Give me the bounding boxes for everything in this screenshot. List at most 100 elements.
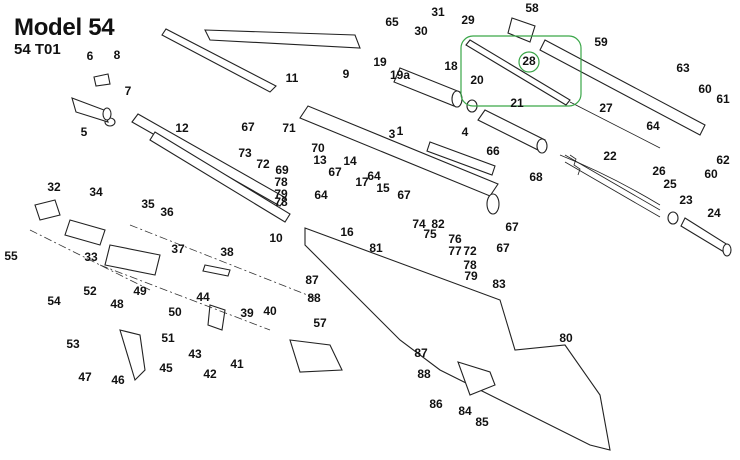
part-label-70: 70 [311, 141, 325, 155]
part-label-52: 52 [83, 284, 97, 298]
trigger-guard [457, 361, 496, 396]
part-label-78: 78 [274, 195, 288, 209]
part-label-88: 88 [417, 367, 431, 381]
model-title: Model 54 [14, 14, 115, 41]
part-label-74: 74 [412, 217, 426, 231]
part-label-53: 53 [66, 337, 80, 351]
part-label-40: 40 [263, 304, 277, 318]
part-label-5: 5 [81, 125, 88, 139]
spring-guide-24 [680, 217, 729, 253]
part-label-26: 26 [652, 164, 666, 178]
part-label-7: 7 [125, 84, 132, 98]
part-label-31: 31 [431, 5, 445, 19]
part-label-10: 10 [269, 231, 283, 245]
dash-assembly-lines [29, 224, 321, 331]
part-label-78: 78 [274, 175, 288, 189]
part-label-49: 49 [133, 284, 147, 298]
part-label-39: 39 [240, 306, 254, 320]
part-label-36: 36 [160, 205, 174, 219]
part-label-67: 67 [241, 120, 255, 134]
part-label-79: 79 [464, 269, 478, 283]
main-spring [559, 154, 661, 206]
model-code: 54 T01 [14, 41, 61, 58]
part-label-62: 62 [716, 153, 730, 167]
part-label-14: 14 [343, 154, 357, 168]
part-label-29: 29 [461, 13, 475, 27]
part-label-85: 85 [475, 415, 489, 429]
part-label-60: 60 [704, 167, 718, 181]
receiver-part [299, 105, 500, 215]
muzzle-brake-part [71, 73, 112, 123]
part-label-24: 24 [707, 206, 721, 220]
part-label-54: 54 [47, 294, 61, 308]
part-label-64: 64 [367, 169, 381, 183]
part-label-76: 76 [448, 232, 462, 246]
part-label-22: 22 [603, 149, 617, 163]
part-label-6: 6 [87, 49, 94, 63]
part-label-59: 59 [594, 35, 608, 49]
part-label-69: 69 [275, 163, 289, 177]
part-label-11: 11 [286, 71, 299, 85]
part-label-44: 44 [196, 290, 210, 304]
part-label-64: 64 [646, 119, 660, 133]
part-label-41: 41 [230, 357, 244, 371]
part-label-67: 67 [496, 241, 510, 255]
part-label-19: 19 [373, 55, 387, 69]
part-label-66: 66 [486, 144, 500, 158]
part-label-51: 51 [161, 331, 175, 345]
part-label-15: 15 [376, 181, 390, 195]
part-label-81: 81 [369, 241, 383, 255]
part-label-42: 42 [203, 367, 217, 381]
part-label-23: 23 [679, 193, 693, 207]
part-label-45: 45 [159, 361, 173, 375]
part-label-65: 65 [385, 15, 399, 29]
part-label-30: 30 [414, 24, 428, 38]
part-label-82: 82 [431, 217, 445, 231]
part-label-38: 38 [220, 245, 234, 259]
highlight-box [460, 35, 582, 107]
part-label-3: 3 [389, 127, 396, 141]
part-label-19a: 19a [390, 68, 410, 82]
lever-cap-58 [507, 17, 536, 43]
part-label-57: 57 [313, 316, 327, 330]
part-label-67: 67 [505, 220, 519, 234]
part-label-79: 79 [274, 187, 288, 201]
scope-rail [426, 141, 496, 176]
part-label-35: 35 [141, 197, 155, 211]
part-label-80: 80 [559, 331, 573, 345]
part-label-12: 12 [175, 121, 189, 135]
part-label-20: 20 [470, 73, 484, 87]
part-label-67: 67 [328, 165, 342, 179]
part-label-46: 46 [111, 373, 125, 387]
part-label-75: 75 [423, 227, 437, 241]
part-label-86: 86 [429, 397, 443, 411]
part-label-55: 55 [4, 249, 18, 263]
part-label-67: 67 [397, 188, 411, 202]
part-label-72: 72 [463, 244, 477, 258]
part-label-50: 50 [168, 305, 182, 319]
part-label-37: 37 [171, 242, 185, 256]
part-label-27: 27 [599, 101, 613, 115]
part-label-71: 71 [282, 121, 296, 135]
part-label-1: 1 [397, 124, 404, 138]
part-label-72: 72 [256, 157, 270, 171]
part-label-63: 63 [676, 61, 690, 75]
part-label-47: 47 [78, 370, 92, 384]
scope-mount-57 [289, 339, 343, 373]
part-label-87: 87 [414, 346, 428, 360]
part-label-4: 4 [462, 125, 469, 139]
part-label-21: 21 [510, 96, 524, 110]
part-label-25: 25 [663, 177, 677, 191]
part-label-33: 33 [84, 250, 98, 264]
part-label-68: 68 [529, 170, 543, 184]
part-label-60: 60 [698, 82, 712, 96]
part-label-34: 34 [89, 185, 103, 199]
part-label-43: 43 [188, 347, 202, 361]
part-label-61: 61 [716, 92, 730, 106]
part-label-8: 8 [114, 48, 121, 62]
part-label-9: 9 [343, 67, 350, 81]
highlight-circle-28 [518, 51, 540, 73]
compression-tube [161, 28, 361, 93]
